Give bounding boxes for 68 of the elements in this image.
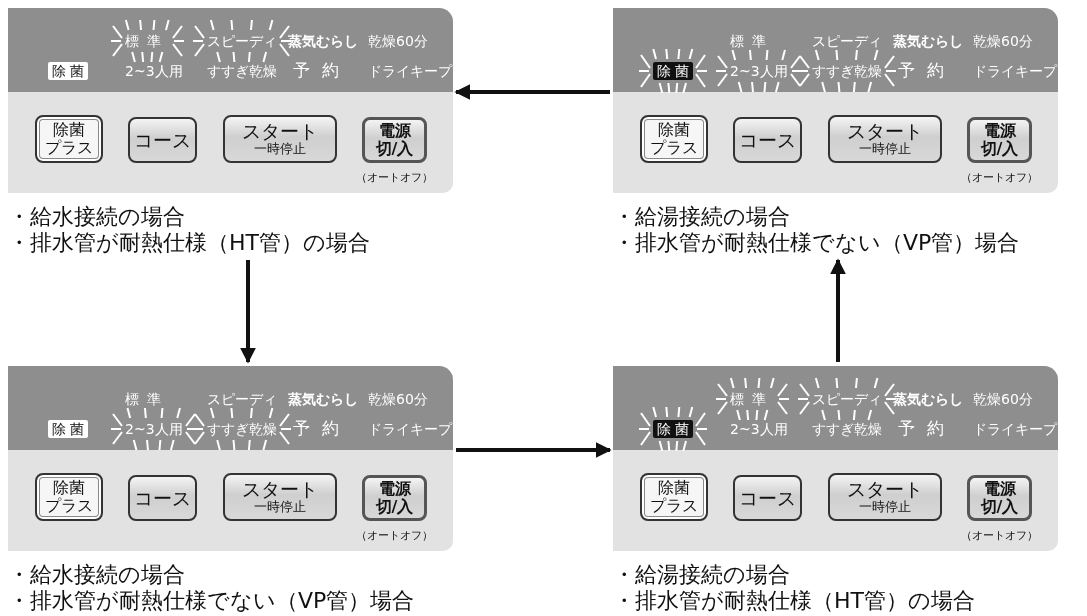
panel-button: 除菌 プラス — [35, 473, 103, 521]
panel-button: 除菌 プラス — [640, 115, 708, 163]
indicator-label: すすぎ乾燥 — [207, 421, 277, 437]
indicator-label: すすぎ乾燥 — [207, 63, 277, 79]
indicator-label: 蒸気むらし — [288, 391, 358, 407]
indicator-label: 予約 — [898, 62, 956, 78]
panel-button: コース — [128, 117, 197, 163]
panel-button: コース — [733, 475, 802, 521]
panel-button: 除菌 プラス — [640, 473, 708, 521]
indicator-label: ドライキープ — [973, 421, 1057, 437]
indicator-label: 2~3人用 — [125, 63, 183, 79]
indicator-label: ドライキープ — [973, 63, 1057, 79]
condition-note: ・排水管が耐熱仕様でない（VP管）場合 — [8, 589, 415, 613]
indicator-label: 蒸気むらし — [893, 391, 963, 407]
condition-note: ・給水接続の場合 — [8, 563, 185, 587]
condition-note: ・排水管が耐熱仕様（HT管）の場合 — [613, 589, 975, 613]
indicator-label: 蒸気むらし — [288, 33, 358, 49]
panel-button: 電源 切/入 — [362, 475, 427, 521]
indicator-label: 乾燥60分 — [973, 391, 1033, 407]
button-caption: （オートオフ） — [356, 528, 433, 543]
panel-button: スタート 一時停止 — [223, 115, 337, 163]
indicator-label: 標準 — [730, 33, 775, 49]
indicator-label: 2~3人用 — [730, 63, 788, 79]
indicator-label: スピーディ — [207, 33, 277, 49]
panel-button: スタート 一時停止 — [223, 473, 337, 521]
indicator-label: すすぎ乾燥 — [812, 421, 882, 437]
button-caption: （オートオフ） — [356, 170, 433, 185]
condition-note: ・排水管が耐熱仕様でない（VP管）場合 — [613, 231, 1020, 255]
condition-note: ・排水管が耐熱仕様（HT管）の場合 — [8, 231, 370, 255]
panel-button: 電源 切/入 — [967, 475, 1032, 521]
panel-button: 電源 切/入 — [967, 117, 1032, 163]
indicator-label: すすぎ乾燥 — [812, 63, 882, 79]
indicator-label: 予約 — [898, 420, 956, 436]
indicator-label: 除菌 — [48, 62, 89, 80]
indicator-label: 除菌 — [653, 62, 694, 80]
indicator-label: スピーディ — [812, 391, 882, 407]
indicator-label: 乾燥60分 — [973, 33, 1033, 49]
panel-button: 除菌 プラス — [35, 115, 103, 163]
button-caption: （オートオフ） — [961, 170, 1038, 185]
indicator-label: 除菌 — [48, 420, 89, 438]
panel-button: スタート 一時停止 — [828, 115, 942, 163]
indicator-label: 標準 — [730, 391, 775, 407]
indicator-label: 除菌 — [653, 420, 694, 438]
panel-button: コース — [733, 117, 802, 163]
panel-button: スタート 一時停止 — [828, 473, 942, 521]
indicator-label: 2~3人用 — [125, 421, 183, 437]
condition-note: ・給湯接続の場合 — [613, 205, 790, 229]
indicator-label: 標準 — [125, 33, 170, 49]
indicator-label: 蒸気むらし — [893, 33, 963, 49]
indicator-label: ドライキープ — [368, 421, 452, 437]
indicator-label: 乾燥60分 — [368, 33, 428, 49]
panel-button: コース — [128, 475, 197, 521]
button-caption: （オートオフ） — [961, 528, 1038, 543]
condition-note: ・給湯接続の場合 — [613, 563, 790, 587]
panel-button: 電源 切/入 — [362, 117, 427, 163]
indicator-label: 予約 — [293, 420, 351, 436]
indicator-label: 標準 — [125, 391, 170, 407]
condition-note: ・給水接続の場合 — [8, 205, 185, 229]
indicator-label: スピーディ — [812, 33, 882, 49]
arrow — [830, 258, 846, 362]
indicator-label: 2~3人用 — [730, 421, 788, 437]
indicator-label: 予約 — [293, 62, 351, 78]
arrow — [240, 260, 256, 364]
indicator-label: スピーディ — [207, 391, 277, 407]
indicator-label: 乾燥60分 — [368, 391, 428, 407]
indicator-label: ドライキープ — [368, 63, 452, 79]
arrow — [454, 84, 610, 100]
arrow — [456, 442, 612, 458]
